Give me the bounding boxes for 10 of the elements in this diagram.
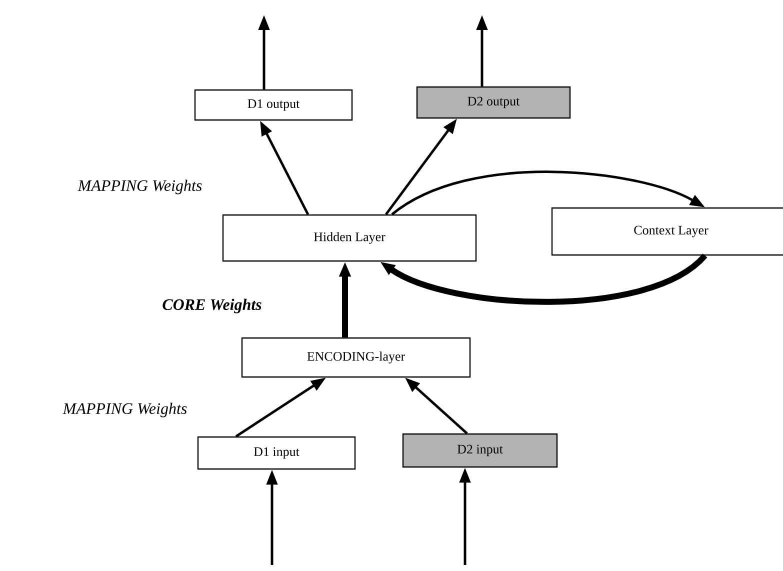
layer-box: D2 output — [416, 86, 571, 119]
layer-box: D2 input — [402, 433, 558, 468]
layer-box: Context Layer — [551, 207, 783, 256]
layer-box: D1 input — [197, 436, 356, 470]
weights-label: MAPPING Weights — [62, 402, 187, 418]
weights-label: CORE Weights — [162, 298, 262, 314]
layer-box: Hidden Layer — [222, 214, 477, 262]
layer-box: D1 output — [194, 89, 353, 121]
layer-box: ENCODING-layer — [241, 337, 471, 378]
weights-label: MAPPING Weights — [78, 180, 202, 194]
